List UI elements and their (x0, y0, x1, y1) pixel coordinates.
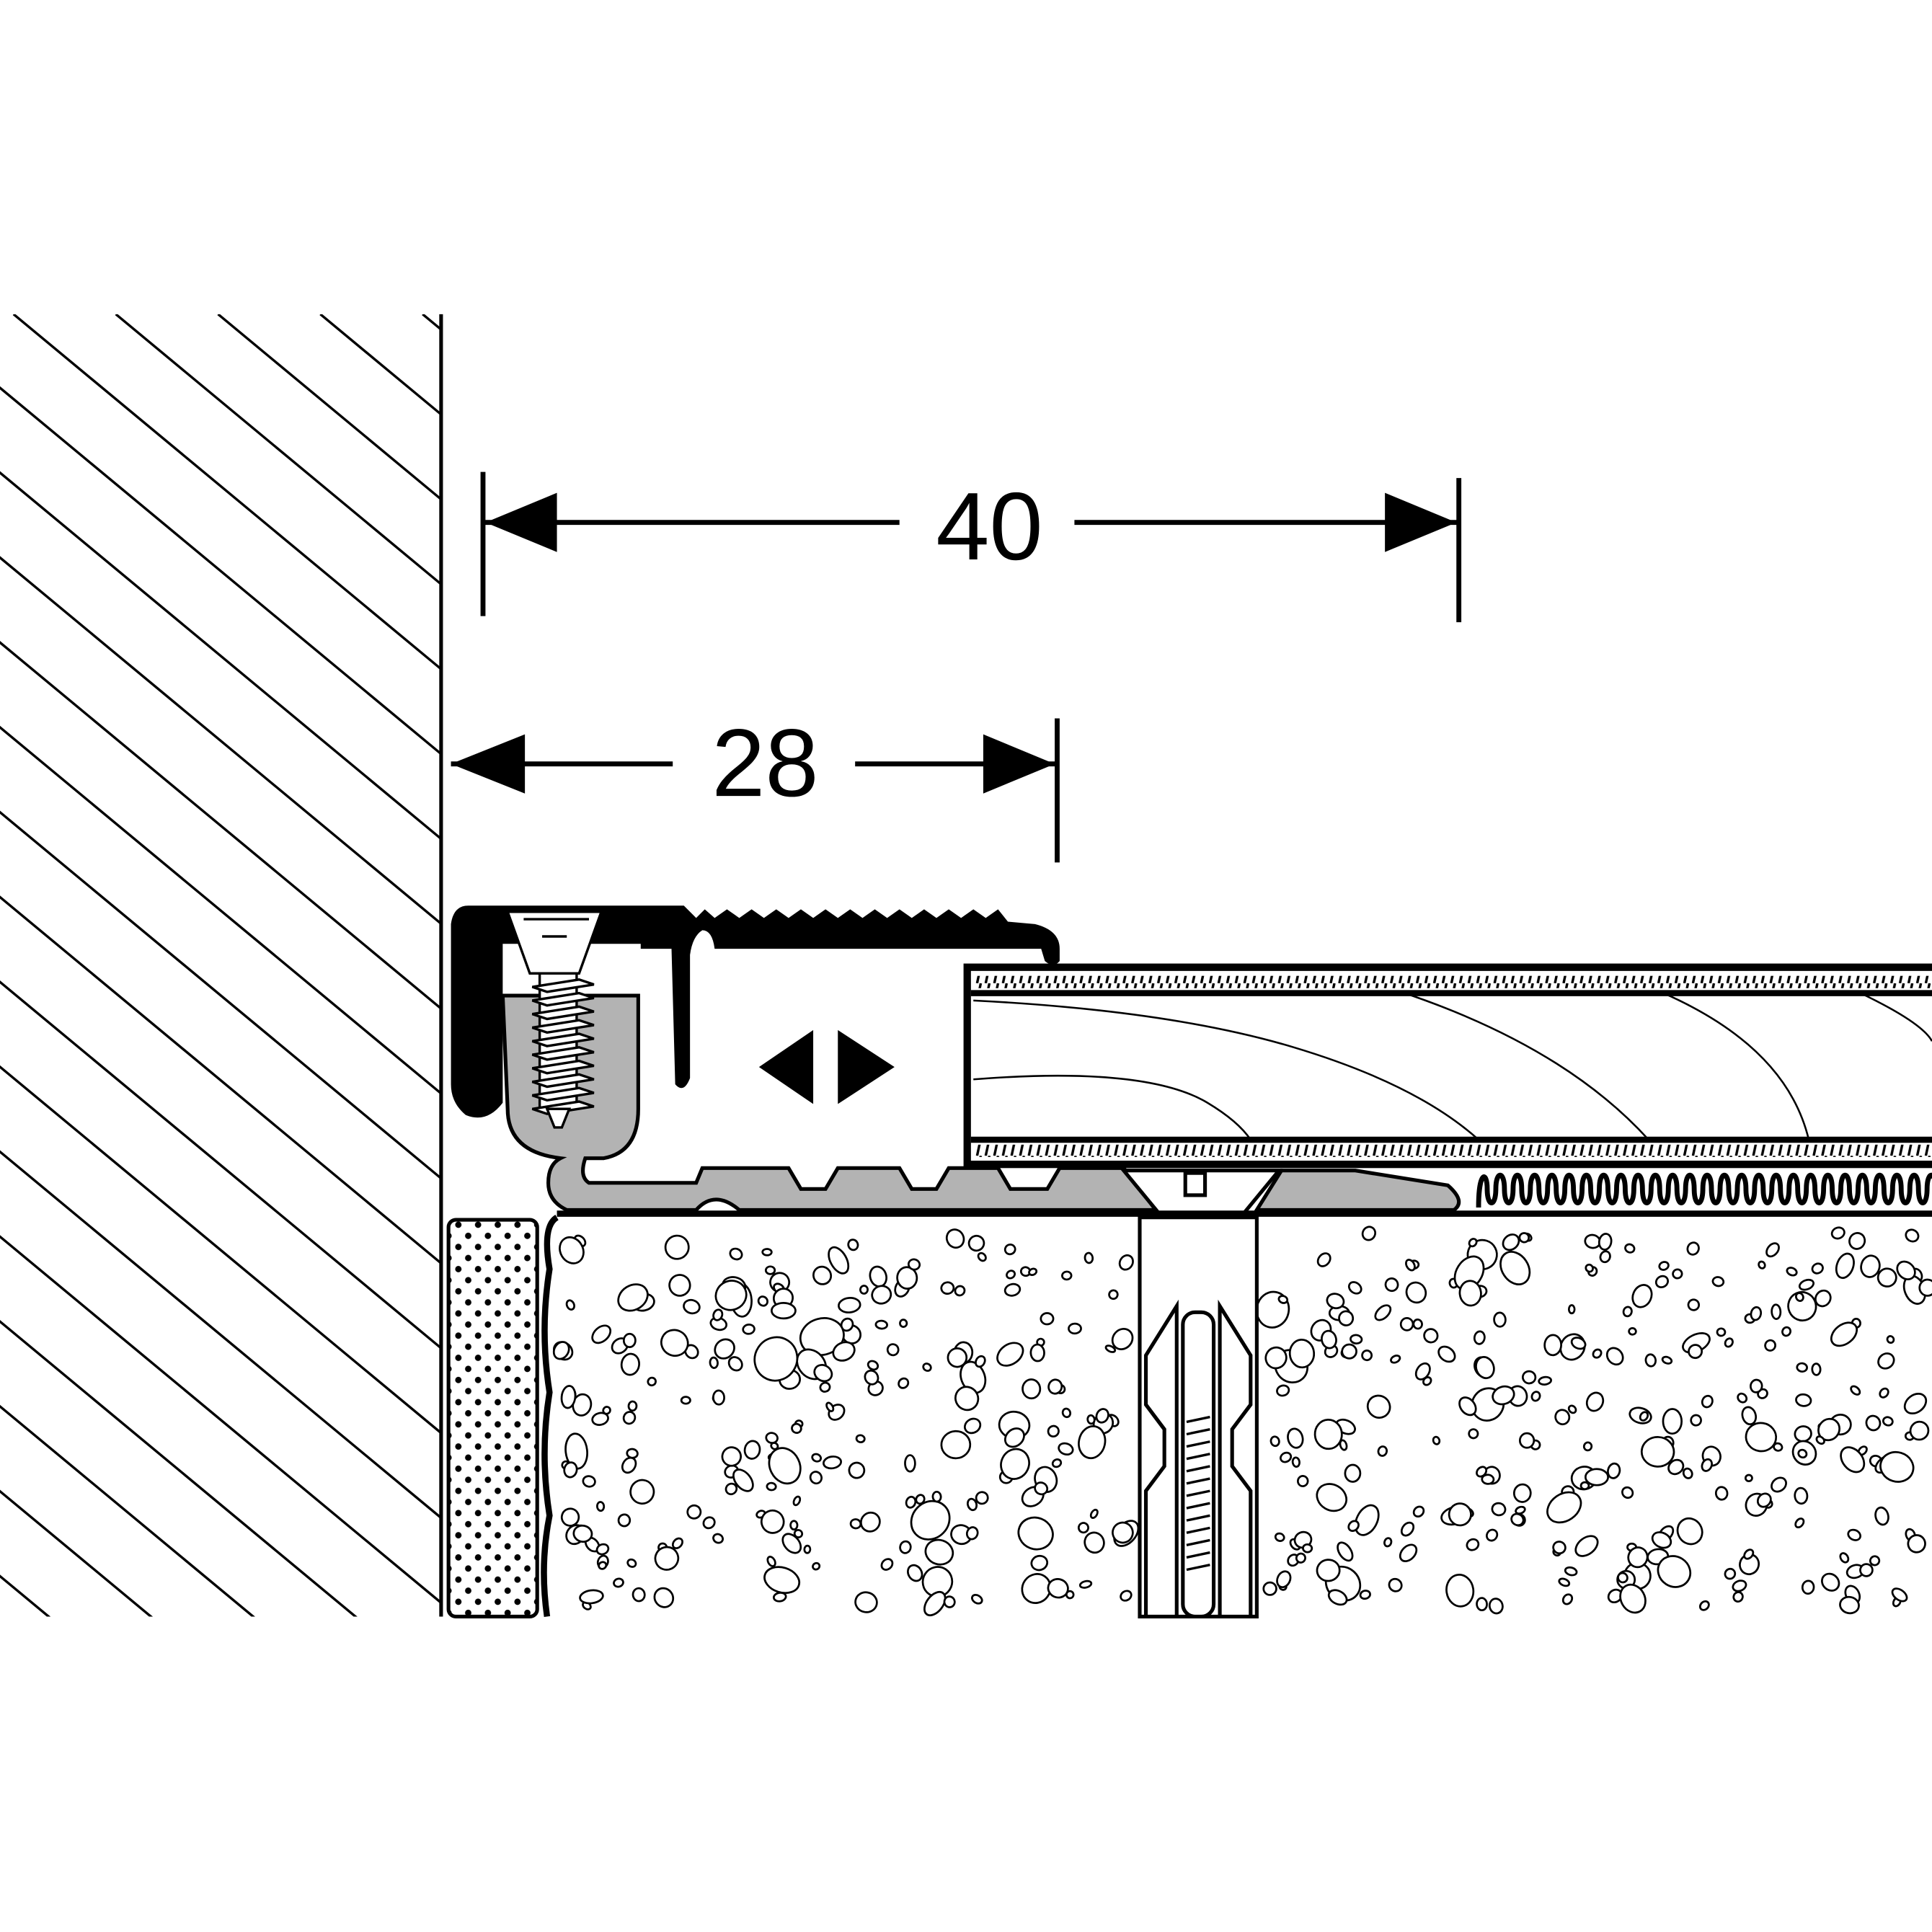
arrow-left-icon (758, 1029, 814, 1104)
arrow-right-icon (838, 1029, 895, 1104)
wall-plug-dowel (1138, 1215, 1259, 1619)
floor-board (963, 963, 1932, 1169)
screw (505, 910, 603, 1129)
dimension-40: 40 (480, 471, 1462, 623)
edge-insulation-strip (446, 1218, 539, 1619)
wall-section (0, 314, 443, 1617)
movement-direction-arrows (758, 1029, 895, 1104)
dimension-40-label: 40 (936, 473, 1042, 580)
dimension-28-label: 28 (712, 709, 818, 817)
arrow-left-icon (451, 734, 526, 794)
underlay-layer (1476, 1172, 1932, 1208)
arrow-right-icon (983, 734, 1055, 794)
dimension-28: 28 (451, 709, 1060, 863)
arrow-right-icon (1385, 492, 1457, 552)
arrow-left-icon (485, 492, 557, 552)
